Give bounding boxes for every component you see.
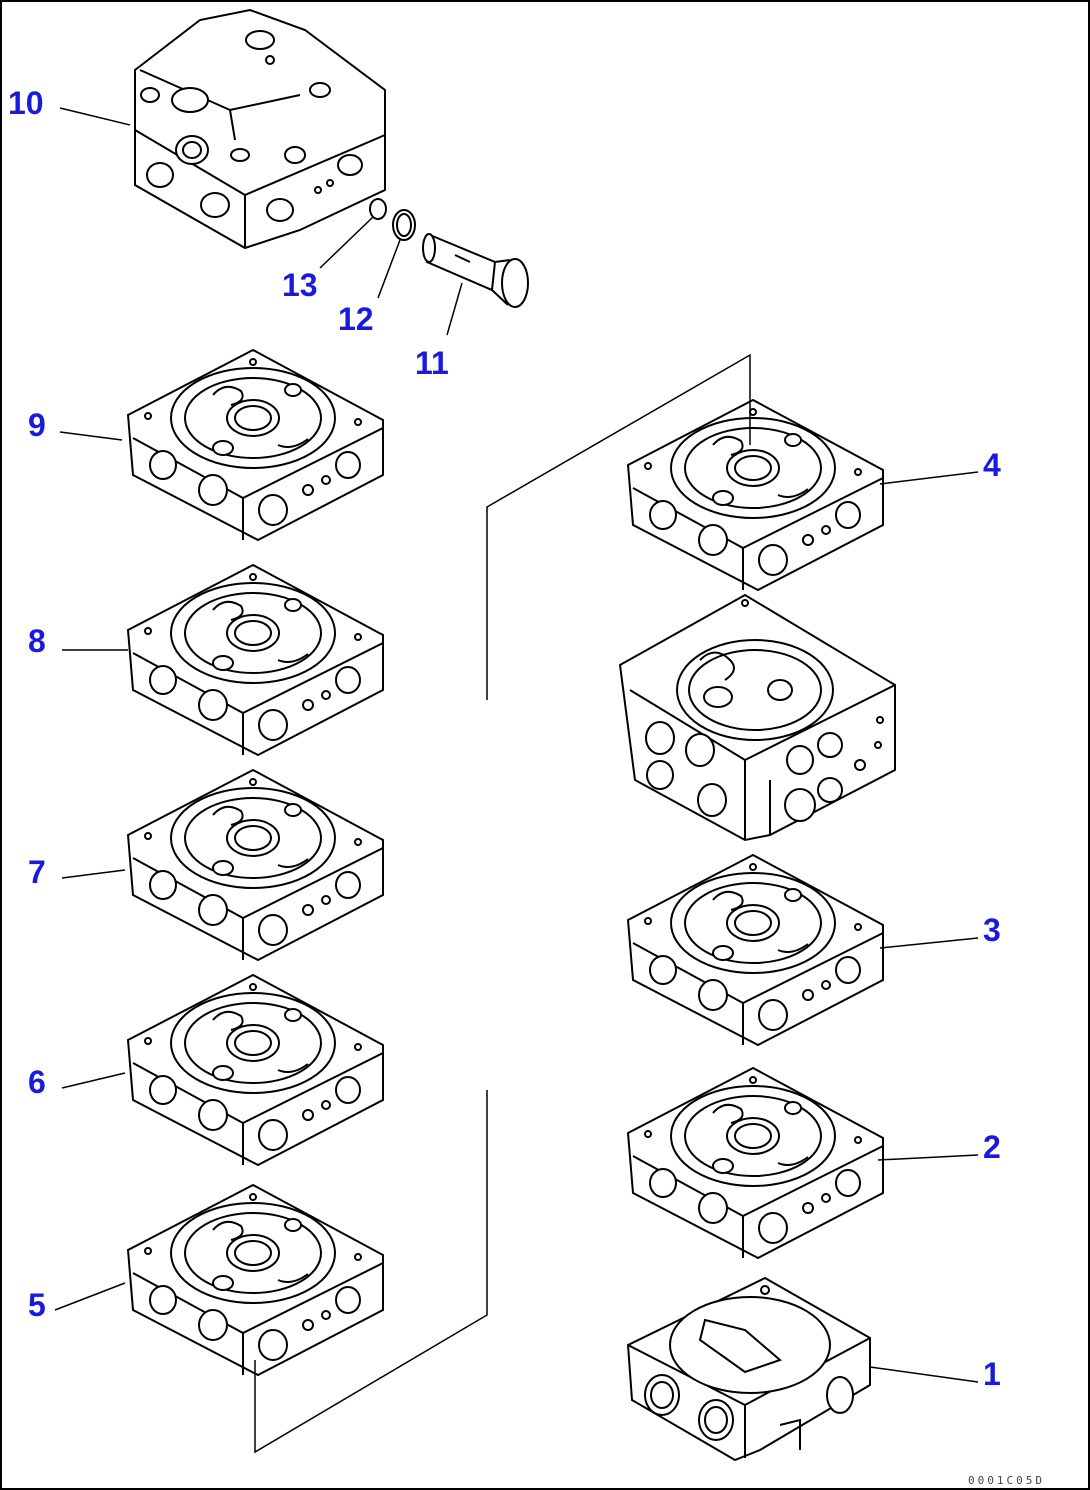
right-column-sections [626, 398, 884, 1260]
part-5-section [126, 1183, 384, 1377]
part-10-valve-body [134, 8, 386, 250]
callout-10: 10 [8, 85, 44, 121]
part-11-plug [422, 233, 529, 308]
callout-2: 2 [983, 1129, 1001, 1165]
part-1-end-block [626, 1276, 871, 1462]
connection-lines [254, 353, 751, 1454]
part-8-section [126, 563, 384, 757]
part-3-section [626, 853, 884, 1047]
part-7-section [126, 768, 384, 962]
callout-9: 9 [28, 407, 46, 443]
callout-4: 4 [983, 447, 1001, 483]
unnumbered-center-block [618, 593, 896, 842]
callout-11: 11 [415, 345, 449, 381]
part-4-section [626, 398, 884, 592]
callout-1: 1 [983, 1356, 1001, 1392]
part-2-section [626, 1066, 884, 1260]
drawing-code: 0001C05D [968, 1474, 1045, 1487]
part-6-section [126, 973, 384, 1167]
callout-labels: 10 13 12 11 9 8 7 6 5 4 3 2 1 [8, 85, 1001, 1392]
callout-3: 3 [983, 912, 1001, 948]
part-9-section [126, 348, 384, 542]
callout-7: 7 [28, 854, 46, 890]
callout-13: 13 [282, 267, 318, 303]
callout-6: 6 [28, 1064, 46, 1100]
part-12-o-ring [392, 209, 416, 241]
callout-8: 8 [28, 623, 46, 659]
left-column-sections [126, 348, 384, 1377]
leader-lines [54, 107, 979, 1383]
part-13-o-ring [369, 198, 387, 220]
callout-5: 5 [28, 1287, 46, 1323]
callout-12: 12 [338, 301, 374, 337]
